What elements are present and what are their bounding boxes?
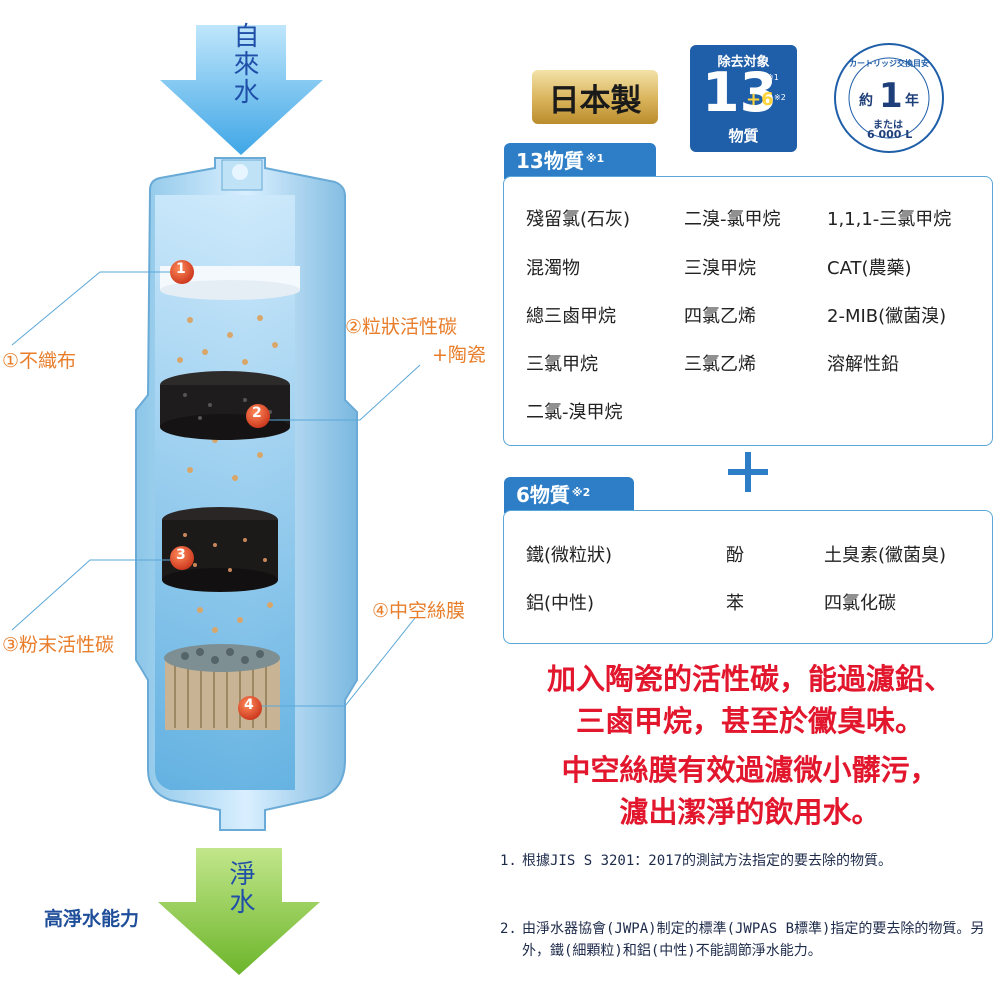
list-item: 鋁(中性) bbox=[526, 593, 595, 614]
list-item: 2-MIB(黴菌溴) bbox=[827, 306, 947, 327]
list-item: 溶解性鉛 bbox=[827, 354, 899, 375]
removal-unit: 物質 bbox=[728, 127, 759, 145]
list-item: 混濁物 bbox=[526, 258, 580, 279]
list-item: CAT(農藥) bbox=[827, 258, 912, 279]
list-item: 四氯乙烯 bbox=[684, 306, 756, 327]
removal-plus: +6 bbox=[746, 89, 774, 110]
highlight-line2: 三鹵甲烷，甚至於黴臭味。 bbox=[575, 704, 924, 738]
cartridge-year: 年 bbox=[905, 93, 919, 109]
highlight-line1: 加入陶瓷的活性碳，能過濾鉛、 bbox=[546, 662, 953, 696]
list-item: 總三鹵甲烷 bbox=[526, 306, 616, 327]
list-item: 酚 bbox=[726, 545, 744, 566]
cartridge-liters: 6 000 L bbox=[867, 128, 913, 141]
cartridge-ring-icon bbox=[834, 43, 944, 153]
panel6-sup: ※2 bbox=[571, 486, 591, 499]
clean-water-label: 淨水 bbox=[225, 860, 255, 916]
panel13-title: 13物質 bbox=[516, 149, 584, 173]
list-item: 三氯乙烯 bbox=[684, 354, 756, 375]
marker-2 bbox=[246, 404, 270, 428]
highlight-line4: 濾出潔淨的飲用水。 bbox=[619, 795, 881, 829]
layer-label-powder-carbon: ③粉末活性碳 bbox=[2, 634, 115, 656]
list-item: 三氯甲烷 bbox=[526, 354, 598, 375]
tap-water-arrow bbox=[160, 25, 323, 155]
list-item: 四氯化碳 bbox=[824, 593, 896, 614]
list-item: 二氯-溴甲烷 bbox=[526, 402, 623, 423]
list-item: 苯 bbox=[726, 593, 744, 614]
list-item: 土臭素(黴菌臭) bbox=[824, 545, 947, 566]
filter-cartridge-illustration bbox=[11, 25, 421, 975]
marker-3-label: 3 bbox=[176, 547, 186, 563]
footnote-2-num: 2. bbox=[500, 921, 517, 937]
marker-4 bbox=[238, 696, 262, 720]
panel6-title: 6物質 bbox=[516, 483, 570, 507]
layer-label-granular-carbon: ②粒狀活性碳 bbox=[345, 316, 458, 338]
removal-target-badge: 除去対象 13 ※1 +6 ※2 物質 bbox=[690, 45, 797, 152]
removal-sup1: ※1 bbox=[767, 73, 779, 82]
cartridge-approx: 約 bbox=[859, 93, 873, 109]
panel13-sup: ※1 bbox=[585, 152, 605, 165]
marker-3 bbox=[170, 546, 194, 570]
plus-icon bbox=[728, 452, 768, 492]
list-item: 1,1,1-三氯甲烷 bbox=[827, 209, 952, 230]
footnote-2: 2. 由淨水器協會(JWPA)制定的標準(JWPAS B標準)指定的要去除的物質… bbox=[500, 918, 990, 988]
highlight-line3: 中空絲膜有效過濾微小髒污， bbox=[561, 753, 939, 787]
layer-label-hollow-fiber: ④中空絲膜 bbox=[372, 600, 466, 622]
panel6: 鐵(微粒狀) 酚 土臭素(黴菌臭) 鋁(中性) 苯 四氯化碳 bbox=[503, 510, 993, 644]
cartridge-or: または bbox=[873, 120, 903, 131]
list-item: 三溴甲烷 bbox=[684, 258, 756, 279]
marker-1 bbox=[170, 260, 194, 284]
made-in-japan-text: 日本製 bbox=[548, 82, 642, 119]
panel6-tab: 6物質※2 bbox=[504, 477, 634, 513]
tap-water-label: 自來水 bbox=[229, 22, 259, 106]
layer-label-nonwoven: ①不織布 bbox=[2, 350, 77, 372]
footnote-2-text: 由淨水器協會(JWPA)制定的標準(JWPAS B標準)指定的要去除的物質。另外… bbox=[522, 921, 985, 959]
footnote-1-num: 1. bbox=[500, 853, 517, 869]
layer-markers bbox=[170, 260, 270, 720]
panel13-tab: 13物質※1 bbox=[504, 143, 656, 179]
list-item: 鐵(微粒狀) bbox=[526, 545, 613, 566]
marker-2-label: 2 bbox=[252, 405, 262, 421]
marker-4-label: 4 bbox=[244, 697, 254, 713]
layer-label-ceramic: +陶瓷 bbox=[432, 344, 486, 366]
made-in-japan-badge: 日本製 bbox=[532, 70, 658, 124]
clean-water-arrow bbox=[158, 848, 320, 975]
list-item: 二溴-氯甲烷 bbox=[684, 209, 781, 230]
purify-label: 高淨水能力 bbox=[44, 908, 140, 930]
removal-sup2: ※2 bbox=[774, 93, 786, 102]
removal-title: 除去対象 bbox=[717, 55, 770, 70]
list-item: 殘留氯(石灰) bbox=[526, 209, 631, 230]
cartridge-replacement-badge: カートリッジ交換目安 約 1 年 または 6 000 L bbox=[833, 42, 945, 154]
panel13: 殘留氯(石灰) 二溴-氯甲烷 1,1,1-三氯甲烷 混濁物 三溴甲烷 CAT(農… bbox=[503, 176, 993, 446]
footnote-1: 1. 根據JIS S 3201：2017的測試方法指定的要去除的物質。 bbox=[500, 850, 990, 898]
cartridge-arc-text: カートリッジ交換目安 bbox=[849, 59, 929, 68]
marker-1-label: 1 bbox=[176, 261, 186, 277]
cartridge-number: 1 bbox=[879, 76, 903, 116]
footnote-1-text: 根據JIS S 3201：2017的測試方法指定的要去除的物質。 bbox=[522, 853, 893, 869]
removal-number: 13 bbox=[702, 61, 778, 124]
